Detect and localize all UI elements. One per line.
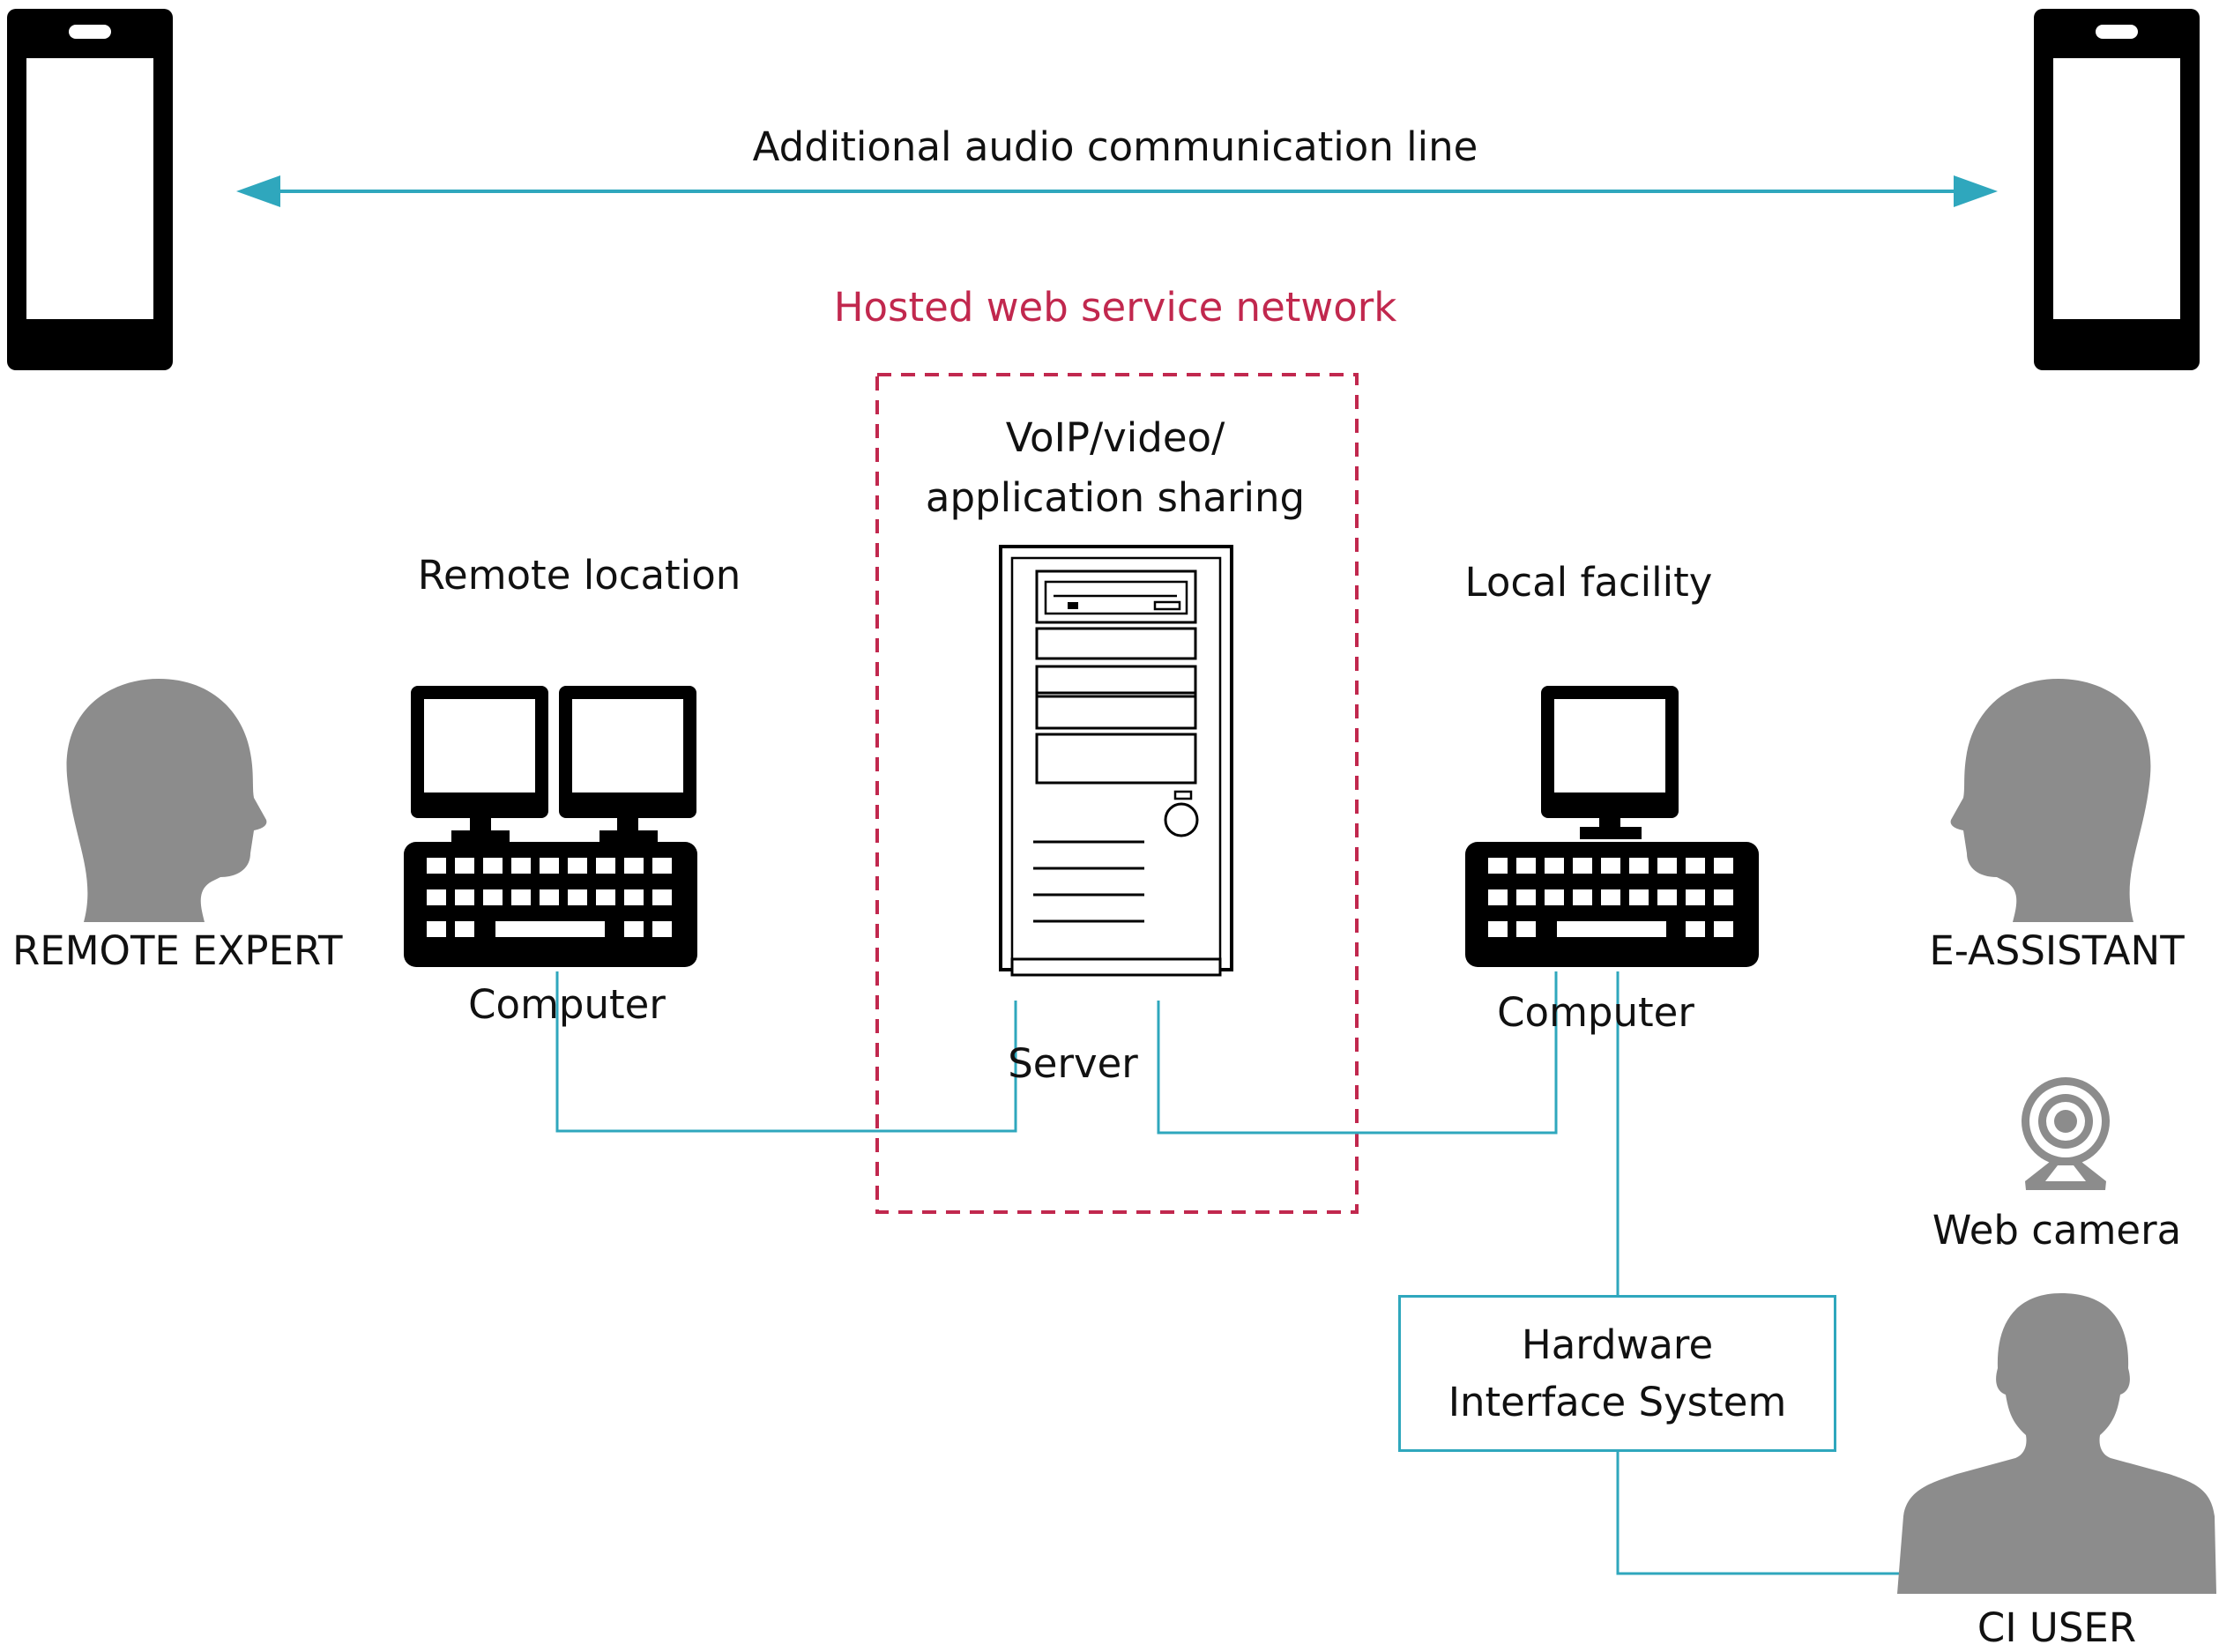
local-facility-label: Local facility	[1464, 559, 1713, 606]
dual-monitor-computer-icon	[404, 686, 697, 967]
network-label: Hosted web service network	[833, 284, 1397, 331]
webcam-label: Web camera	[1932, 1207, 2182, 1254]
remote-expert-head-icon	[66, 679, 267, 922]
ci-user-person-icon	[1897, 1293, 2216, 1594]
webcam-icon	[2022, 1077, 2110, 1190]
hardware-label-line1: Hardware	[1521, 1321, 1714, 1368]
audio-line-label: Additional audio communication line	[752, 123, 1478, 170]
remote-location-label: Remote location	[417, 552, 741, 599]
hardware-label-line2: Interface System	[1448, 1379, 1787, 1425]
remote-computer-label: Computer	[468, 981, 666, 1028]
e-assistant-head-icon	[1950, 679, 2151, 922]
single-monitor-computer-icon	[1465, 686, 1759, 967]
remote-expert-label: REMOTE EXPERT	[12, 927, 343, 974]
e-assistant-label: E-ASSISTANT	[1929, 927, 2185, 974]
hardware-interface-box: Hardware Interface System	[1398, 1295, 1836, 1452]
ci-user-label: CI USER	[1977, 1604, 2137, 1651]
server-service-label-line2: application sharing	[925, 474, 1306, 521]
audio-line-arrow	[236, 175, 1998, 207]
local-computer-label: Computer	[1497, 989, 1694, 1036]
server-label: Server	[1008, 1040, 1138, 1087]
right-smartphone-icon	[2034, 9, 2200, 370]
network-boundary	[875, 373, 1359, 1214]
server-tower-icon	[999, 545, 1233, 977]
connector-lines	[555, 971, 1917, 1575]
left-smartphone-icon	[7, 9, 173, 370]
server-service-label-line1: VoIP/video/	[1005, 414, 1225, 461]
